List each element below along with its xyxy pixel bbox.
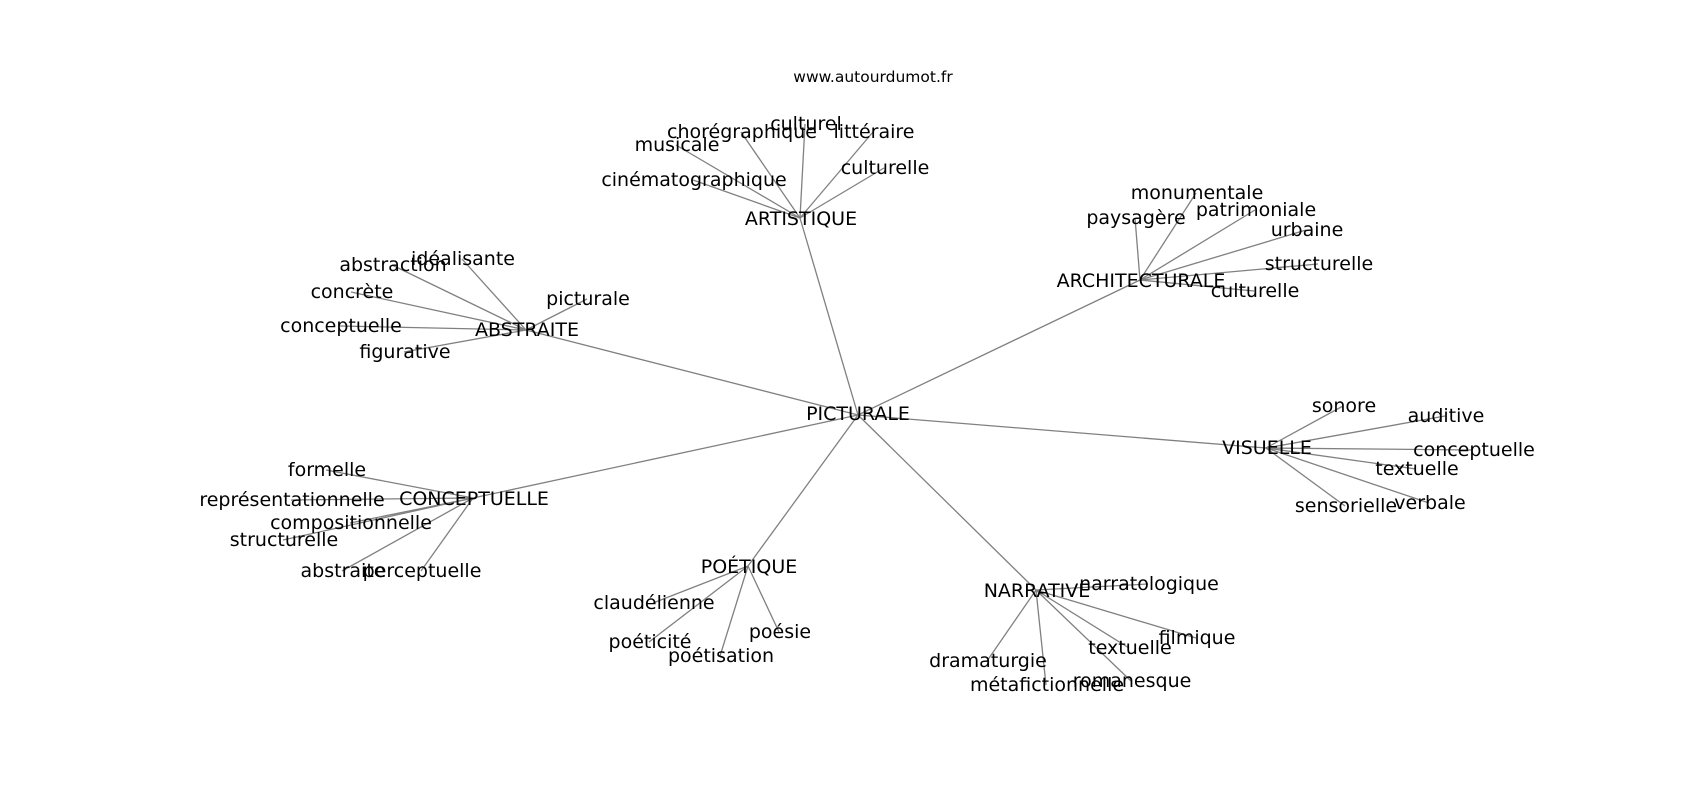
edge-root-narrative [857,414,1037,591]
word-node-verbale: verbale [1394,492,1465,514]
edge-architecturale-culturelle [1139,279,1255,292]
word-node-conceptuelle: conceptuelle [280,315,402,337]
cluster-node-abstraite: ABSTRAITE [475,319,579,341]
cluster-node-poetique: POÉTIQUE [701,555,798,578]
cluster-node-architecturale: ARCHITECTURALE [1057,270,1226,292]
edge-architecturale-monumentale [1139,192,1197,281]
edge-narrative-filmique [1035,589,1197,639]
word-node-culturelle: culturelle [1211,280,1300,302]
word-node-formelle: formelle [288,459,366,481]
edge-root-architecturale [857,279,1141,416]
word-node-monumentale: monumentale [1131,182,1264,204]
edge-root-artistique [799,217,859,416]
edge-abstraite-figurative [403,329,527,353]
edge-artistique-litteraire [799,131,874,219]
edge-artistique-culturel [799,123,806,219]
edge-abstraite-conceptuelle [339,325,527,331]
word-node-filmique: filmique [1159,627,1236,649]
word-node-picturale: picturale [546,288,630,310]
edge-conceptuelle-representationnelle [290,497,474,501]
edge-artistique-choregraphique [740,131,801,219]
edge-conceptuelle-structurelle [282,497,474,541]
word-node-textuelle: textuelle [1375,458,1458,480]
word-node-structurelle: structurelle [1265,253,1373,275]
edge-visuelle-auditive [1265,415,1446,449]
word-node-romanesque: romanesque [1073,670,1192,692]
word-node-paysagere: paysagère [1086,207,1185,229]
word-node-sonore: sonore [1312,395,1376,417]
word-node-metafictionnelle: métafictionnelle [970,674,1124,696]
cluster-node-conceptuelle: CONCEPTUELLE [399,488,549,510]
edge-visuelle-sonore [1265,405,1344,449]
word-node-figurative: figurative [359,341,450,363]
edge-abstraite-idealisante [461,258,527,331]
cluster-node-narrative: NARRATIVE [984,580,1091,602]
edge-poetique-poeticite [648,565,749,643]
edge-root-poetique [747,414,859,567]
word-node-poeticite: poéticité [609,631,692,653]
word-node-claudelienne: claudélienne [593,592,714,614]
word-node-sensorielle: sensorielle [1295,495,1397,517]
source-watermark: www.autourdumot.fr [793,68,953,86]
word-node-culturelle: culturelle [841,157,930,179]
edge-conceptuelle-abstraite [341,497,474,572]
edge-narrative-narratologique [1035,583,1149,591]
word-node-choregraphique: chorégraphique [667,121,817,143]
edge-architecturale-paysagere [1134,217,1141,281]
graph-labels: www.autourdumot.fr PICTURALE ARTISTIQUE ci… [199,68,1535,696]
graph-edges [282,123,1474,686]
word-node-culturel: culturel [770,113,842,135]
edge-architecturale-structurelle [1139,263,1319,281]
edge-root-conceptuelle [472,414,859,499]
word-node-representationnelle: représentationnelle [199,489,384,511]
cluster-node-visuelle: VISUELLE [1222,437,1312,459]
word-node-perceptuelle: perceptuelle [363,560,482,582]
edge-architecturale-patrimoniale [1139,209,1256,281]
edge-abstraite-concrete [350,291,527,331]
edge-visuelle-textuelle [1265,447,1417,470]
word-node-patrimoniale: patrimoniale [1196,199,1316,221]
word-node-poetisation: poétisation [668,645,774,667]
word-node-narratologique: narratologique [1079,573,1219,595]
edge-architecturale-urbaine [1139,229,1307,281]
word-node-cinematographique: cinématographique [601,169,786,191]
word-node-conceptuelle: conceptuelle [1413,439,1535,461]
word-node-idealisante: idéalisante [411,248,515,270]
edge-narrative-textuelle [1035,589,1130,649]
word-node-musicale: musicale [635,134,720,156]
edge-narrative-metafictionnelle [1035,589,1047,686]
edge-visuelle-sensorielle [1265,447,1346,507]
edge-narrative-dramaturgie [986,589,1037,662]
edge-abstraite-abstraction [391,264,527,331]
edge-conceptuelle-perceptuelle [420,497,474,572]
edge-artistique-musicale [675,144,801,219]
word-node-abstraite: abstraite [301,560,386,582]
word-node-textuelle: textuelle [1088,637,1171,659]
edge-artistique-culturelle [799,167,885,219]
edge-visuelle-verbale [1265,447,1430,504]
word-node-poesie: poésie [749,621,811,643]
word-node-dramaturgie: dramaturgie [929,650,1047,672]
word-node-abstraction: abstraction [339,254,446,276]
edge-poetique-claudelienne [652,565,749,604]
word-node-structurelle: structurelle [230,529,338,551]
edge-poetique-poetisation [719,565,749,657]
word-node-concrete: concrète [311,281,394,303]
edge-visuelle-conceptuelle [1265,447,1474,451]
edge-conceptuelle-formelle [325,469,474,499]
root-node-label: PICTURALE [806,403,910,425]
edge-artistique-cinematographique [692,179,801,219]
edge-root-visuelle [857,414,1267,449]
edge-narrative-romanesque [1035,589,1132,682]
word-node-compositionnelle: compositionnelle [270,512,432,534]
edge-abstraite-picturale [525,298,588,331]
word-node-auditive: auditive [1408,405,1485,427]
edge-root-abstraite [525,329,859,416]
word-node-litteraire: littéraire [834,121,915,143]
edge-poetique-poesie [747,565,780,633]
word-node-urbaine: urbaine [1271,219,1344,241]
cluster-node-artistique: ARTISTIQUE [745,208,857,230]
